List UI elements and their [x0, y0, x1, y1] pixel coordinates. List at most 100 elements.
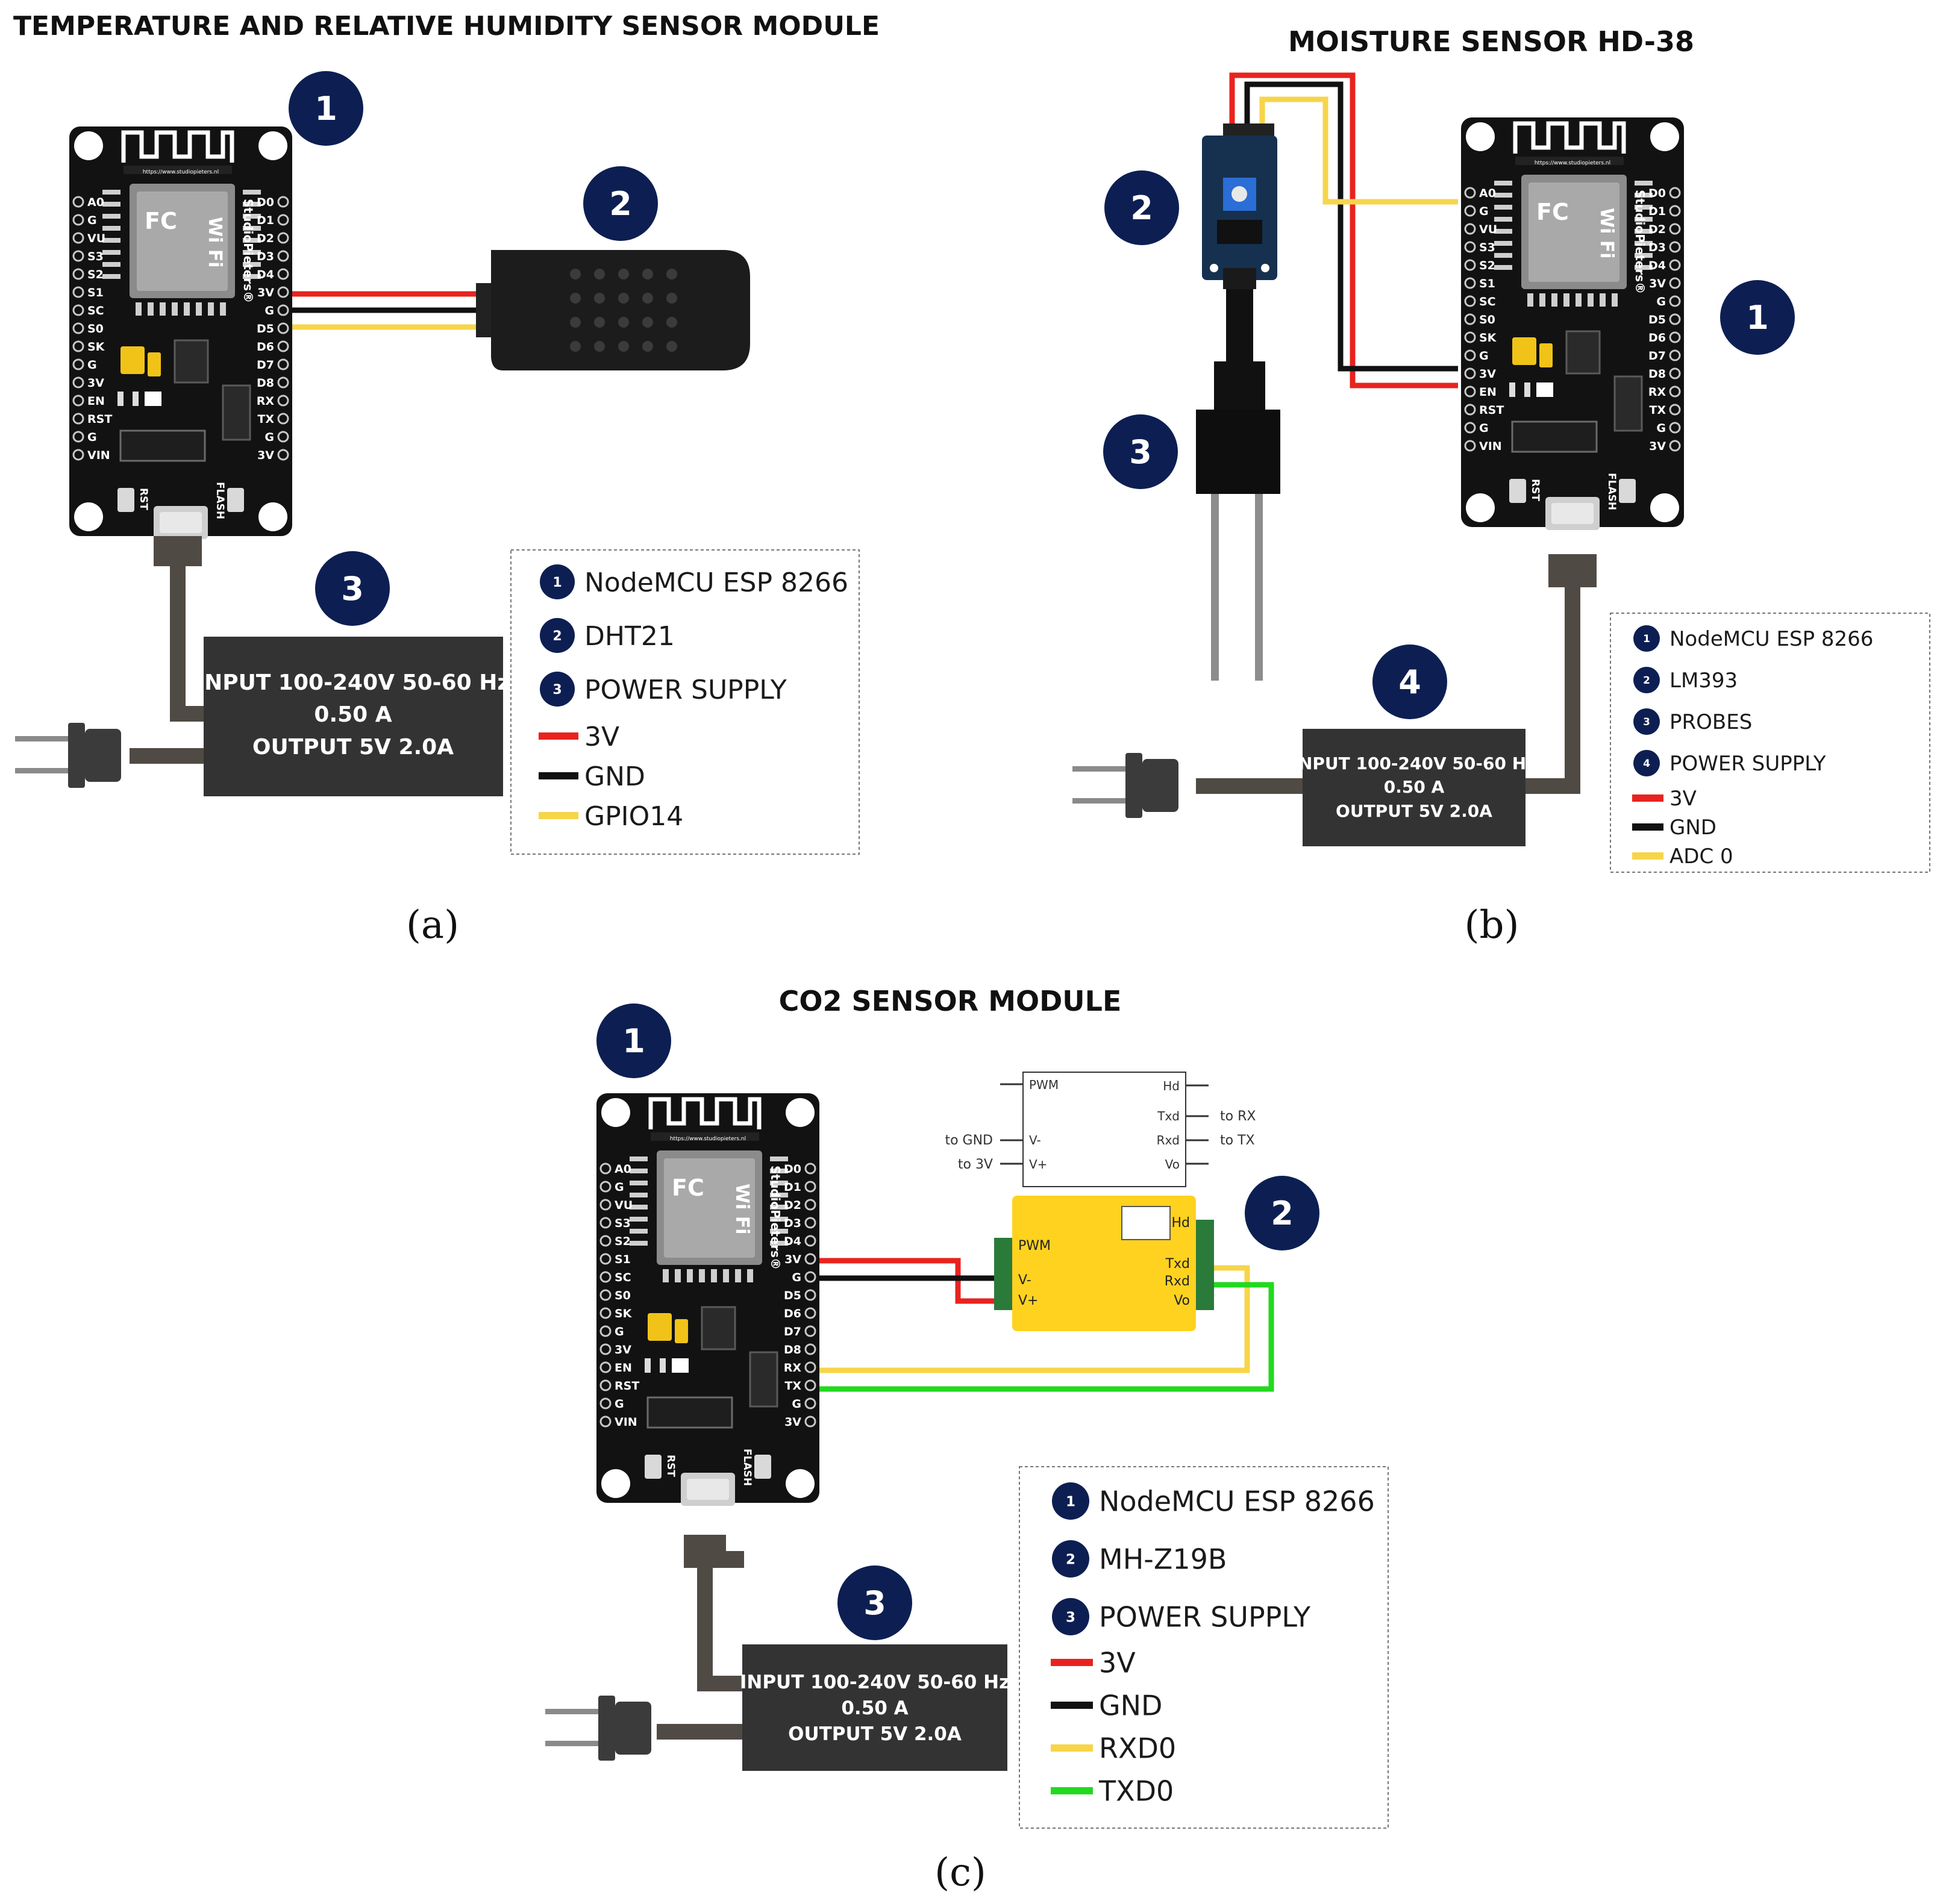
pin-label: S2 — [87, 268, 104, 281]
legend-wire-swatch — [539, 772, 578, 779]
legend-wire-item: 3V — [539, 722, 619, 752]
module-txd-label: Txd — [1165, 1256, 1190, 1272]
pin-label: VIN — [615, 1416, 637, 1429]
header-pin — [804, 1217, 816, 1229]
pin-label: VIN — [1479, 440, 1502, 453]
caption-a: (a) — [406, 903, 459, 947]
header-pin — [1669, 422, 1681, 434]
header-pin — [804, 1343, 816, 1355]
pin-label: RX — [784, 1361, 802, 1375]
header-pin — [72, 268, 84, 280]
header-pin — [1464, 331, 1476, 343]
pin-label: D1 — [784, 1181, 801, 1194]
pin-label: G — [87, 358, 97, 372]
legend-wire-swatch — [539, 812, 578, 819]
pin-label: D8 — [257, 376, 274, 390]
header-pin — [72, 395, 84, 407]
header-pin — [72, 413, 84, 425]
pin-label: G — [87, 431, 97, 444]
legend-wire-item: GND — [1632, 816, 1716, 840]
legend-wire-label: TXD0 — [1098, 1775, 1174, 1808]
pin-label: 3V — [257, 286, 274, 299]
rst-button-label: RST — [1529, 479, 1541, 501]
legend-number-badge — [540, 618, 575, 653]
lm393-module — [1202, 123, 1277, 410]
header-pin — [1464, 187, 1476, 199]
header-pin — [72, 304, 84, 316]
legend-number-badge — [1633, 750, 1660, 776]
pin-label: D4 — [257, 268, 274, 281]
nodemcu-board-c: A0GVUS3S2S1SCS0SKG3VENRSTGVIND0D1D2D3D43… — [596, 1093, 819, 1506]
header-pin — [599, 1199, 612, 1211]
pin-label: D8 — [784, 1343, 801, 1356]
pin-label: EN — [615, 1361, 632, 1375]
module-pwm-label: PWM — [1018, 1238, 1051, 1253]
panel-c: CO2 SENSOR MODULE PWM V- V+ Hd Txd Rxd V… — [545, 985, 1389, 1895]
panel-b-title: MOISTURE SENSOR HD-38 — [1288, 25, 1694, 58]
pin-label: D1 — [1648, 205, 1666, 218]
header-pin — [72, 340, 84, 352]
header-pin — [1464, 422, 1476, 434]
pin-label: D2 — [784, 1199, 801, 1212]
pin-label: S0 — [87, 322, 104, 336]
pin-label: S3 — [615, 1217, 631, 1230]
wifi-logo-label: Wi Fi — [731, 1184, 753, 1235]
board-brand-label: StudioPieters® — [1633, 190, 1647, 294]
legend-label: DHT21 — [584, 621, 675, 652]
power-cable-c — [545, 1535, 744, 1761]
legend-label: NodeMCU ESP 8266 — [1669, 627, 1873, 651]
legend-wire-item: GPIO14 — [539, 801, 683, 832]
header-pin — [1464, 295, 1476, 307]
header-pin — [1464, 205, 1476, 217]
psu-output-label: OUTPUT 5V 2.0A — [1336, 801, 1492, 821]
header-pin — [804, 1307, 816, 1319]
header-pin — [804, 1199, 816, 1211]
svg-text:1: 1 — [622, 1022, 645, 1060]
pin-label: G — [1479, 349, 1489, 363]
legend-number-badge — [540, 564, 575, 599]
header-pin — [804, 1379, 816, 1391]
header-pin — [599, 1307, 612, 1319]
pinout-to-tx-note: to TX — [1220, 1133, 1255, 1148]
pin-label: SC — [615, 1271, 631, 1284]
nodemcu-board-b: A0GVUS3S2S1SCS0SKG3VENRSTGVIND0D1D2D3D43… — [1461, 117, 1684, 530]
pin-label: SC — [87, 304, 104, 317]
header-pin — [277, 214, 289, 226]
header-pin — [599, 1181, 612, 1193]
legend-wire-item: RXD0 — [1051, 1732, 1176, 1765]
pin-label: G — [264, 431, 274, 444]
legend-label: NodeMCU ESP 8266 — [1099, 1485, 1375, 1518]
psu-input-label: INPUT 100-240V 50-60 Hz — [196, 670, 510, 695]
fc-logo-label: FC — [1536, 199, 1569, 225]
flash-button-label: FLASH — [214, 482, 226, 519]
pin-label: D3 — [1648, 241, 1666, 254]
legend-wire-swatch — [1051, 1659, 1093, 1666]
pin-label: 3V — [1649, 277, 1666, 290]
pin-label: G — [1479, 422, 1489, 435]
psu-current-label: 0.50 A — [1384, 777, 1445, 797]
header-pin — [277, 304, 289, 316]
callout-c-3: 3 — [837, 1565, 912, 1640]
pin-label: G — [615, 1181, 624, 1194]
psu-output-label: OUTPUT 5V 2.0A — [788, 1723, 962, 1745]
pin-label: RST — [1479, 404, 1504, 417]
pinout-pwm-label: PWM — [1029, 1078, 1059, 1092]
legend-number: 2 — [552, 629, 562, 644]
legend-number: 2 — [1066, 1552, 1075, 1567]
pin-label: D0 — [257, 196, 274, 209]
rst-button-label: RST — [137, 488, 149, 510]
legend-number-badge — [540, 672, 575, 707]
legend-label: NodeMCU ESP 8266 — [584, 567, 848, 598]
header-pin — [1669, 295, 1681, 307]
psu-current-label: 0.50 A — [841, 1697, 908, 1719]
header-pin — [804, 1253, 816, 1265]
pin-label: VU — [1479, 223, 1497, 236]
pin-label: 3V — [1649, 440, 1666, 453]
svg-text:3: 3 — [1129, 433, 1152, 471]
header-pin — [277, 268, 289, 280]
header-pin — [1669, 349, 1681, 361]
legend-wire-label: GND — [1669, 816, 1716, 840]
pin-label: D5 — [1648, 313, 1666, 326]
